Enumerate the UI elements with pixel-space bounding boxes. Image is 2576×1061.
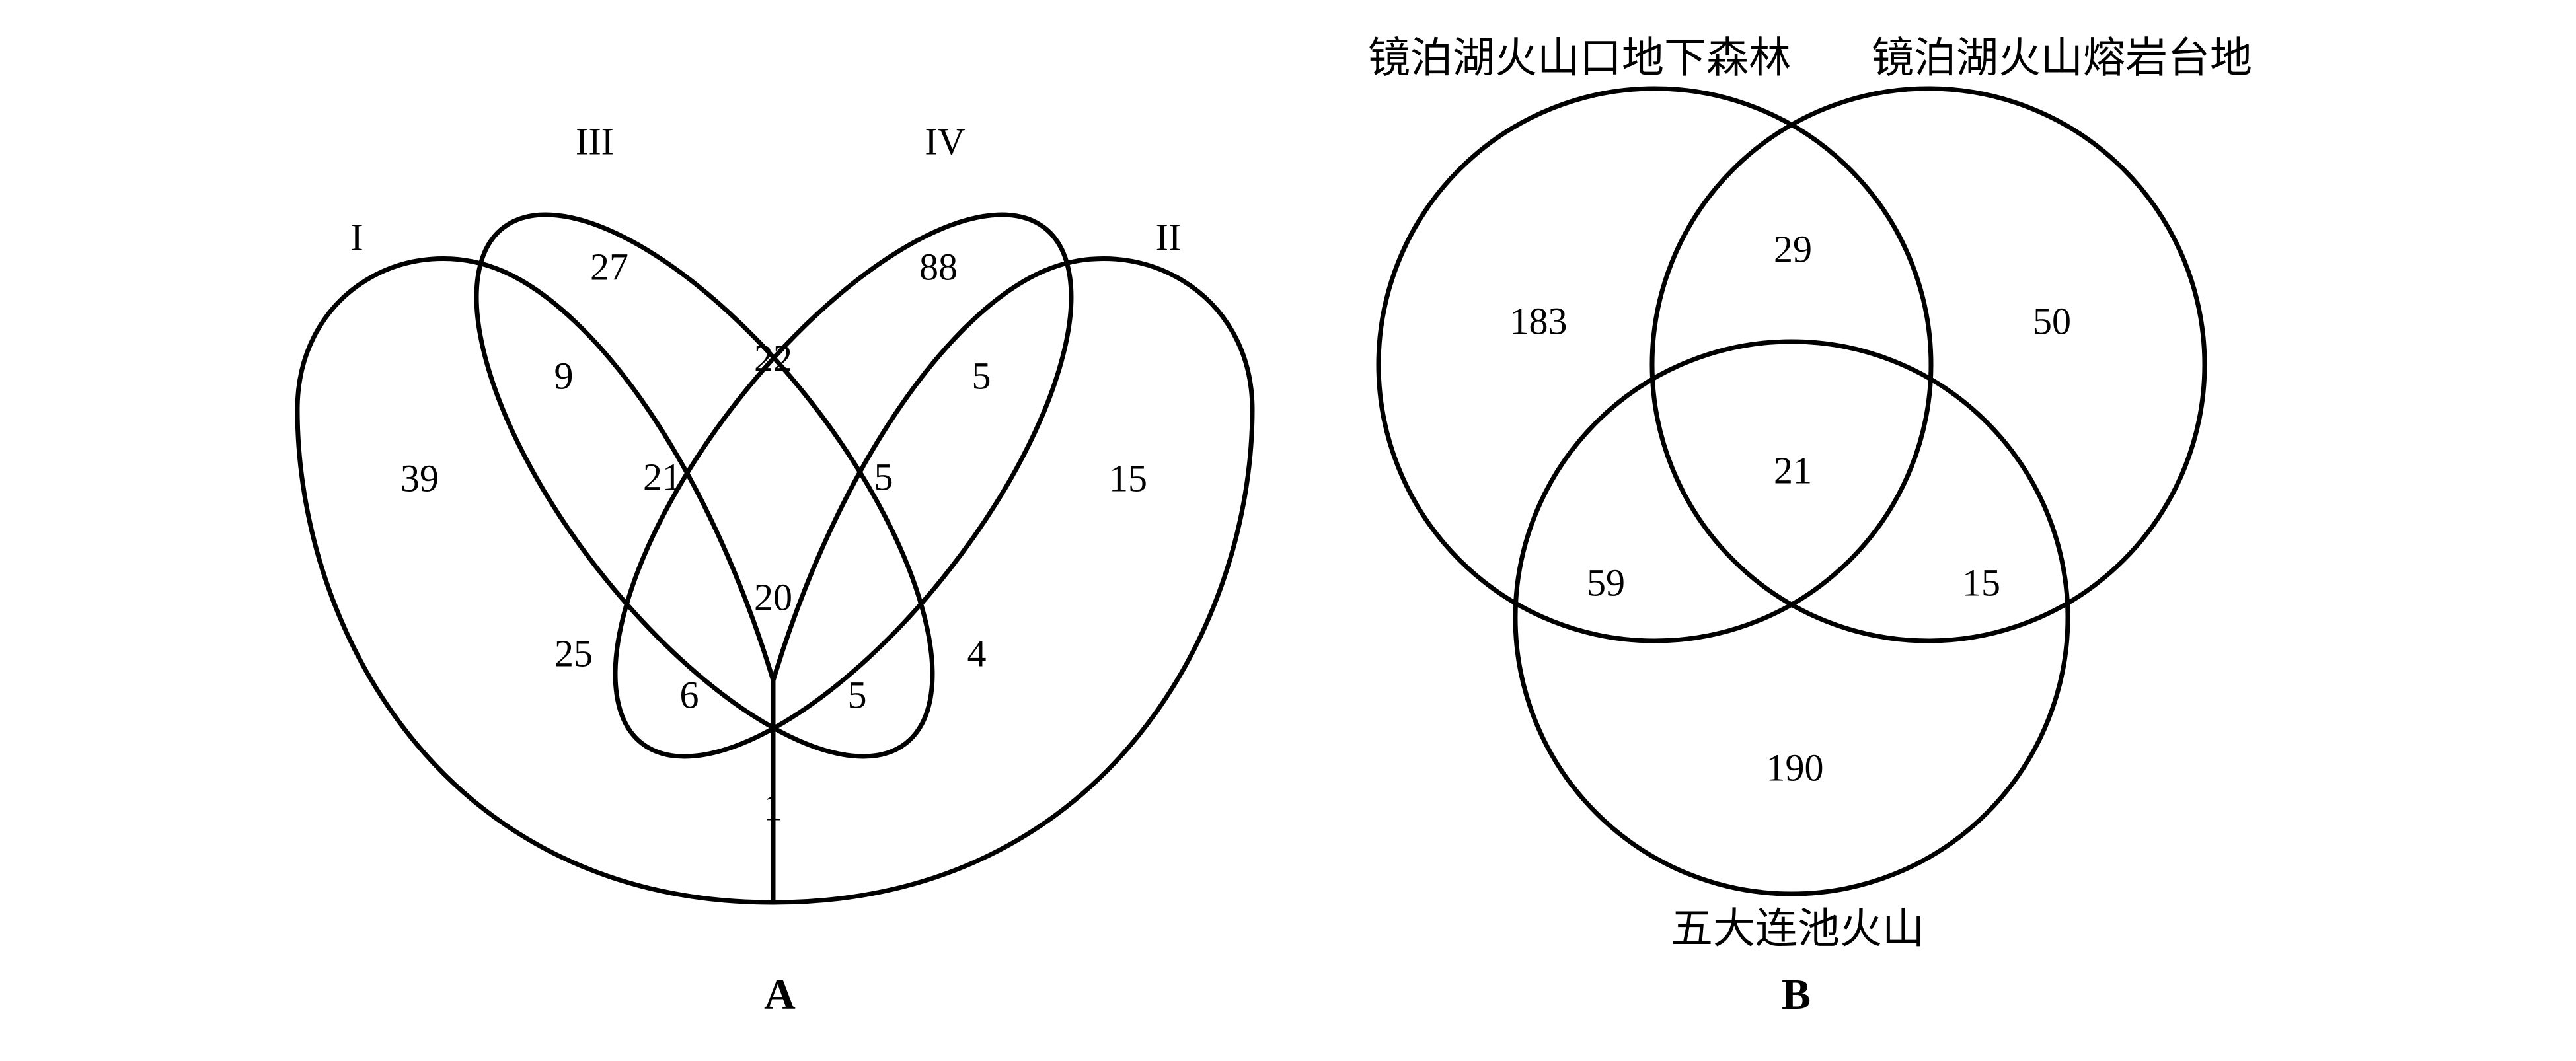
region-iv-only: 88 <box>919 245 958 288</box>
set-left-outline <box>1376 86 1934 643</box>
set-right-outline <box>1649 86 2207 643</box>
set-bottom-outline <box>1513 339 2070 896</box>
set-iii-outline <box>474 212 935 759</box>
region-iv-ii: 5 <box>972 354 991 397</box>
region-i-only: 39 <box>400 457 439 499</box>
region-right-bottom: 15 <box>1962 561 2000 604</box>
region-left-only: 183 <box>1510 299 1568 342</box>
set-iv-label: IV <box>925 120 965 163</box>
region-i-iv-ii: 6 <box>680 673 699 716</box>
set-left-label: 镜泊湖火山口地下森林 <box>1368 35 1791 82</box>
set-right-label: 镜泊湖火山熔岩台地 <box>1872 35 2252 82</box>
region-i-iv: 25 <box>554 632 593 675</box>
region-iii-only: 27 <box>590 245 628 288</box>
set-ii-outline <box>771 256 1255 905</box>
region-left-bottom: 59 <box>1587 561 1625 604</box>
venn-a: I II III IV 39 15 27 88 9 22 5 21 5 20 2… <box>295 120 1255 1019</box>
region-i-iii: 9 <box>554 354 574 397</box>
panel-b-label: B <box>1782 970 1811 1019</box>
panel-a-label: A <box>764 970 796 1019</box>
region-iii-iv: 22 <box>754 336 792 379</box>
region-bottom-only: 190 <box>1766 746 1824 789</box>
region-left-right: 29 <box>1774 227 1812 270</box>
set-bottom-label: 五大连池火山 <box>1671 906 1924 953</box>
region-iii-iv-ii: 5 <box>874 455 893 498</box>
region-right-only: 50 <box>2033 299 2071 342</box>
set-i-outline <box>295 256 776 905</box>
set-iii-label: III <box>576 120 614 163</box>
set-ii-label: II <box>1156 215 1182 258</box>
venn-b: 镜泊湖火山口地下森林 镜泊湖火山熔岩台地 五大连池火山 183 50 190 2… <box>1368 35 2252 1019</box>
region-iii-ii: 4 <box>967 632 987 675</box>
set-iv-outline <box>613 212 1074 759</box>
region-i-ii: 1 <box>764 786 783 828</box>
set-i-label: I <box>350 215 363 258</box>
region-all-three: 21 <box>1774 449 1812 492</box>
region-all-four: 20 <box>754 575 792 618</box>
region-i-iii-ii: 5 <box>848 673 867 716</box>
region-i-iii-iv: 21 <box>643 455 681 498</box>
region-ii-only: 15 <box>1109 457 1147 499</box>
